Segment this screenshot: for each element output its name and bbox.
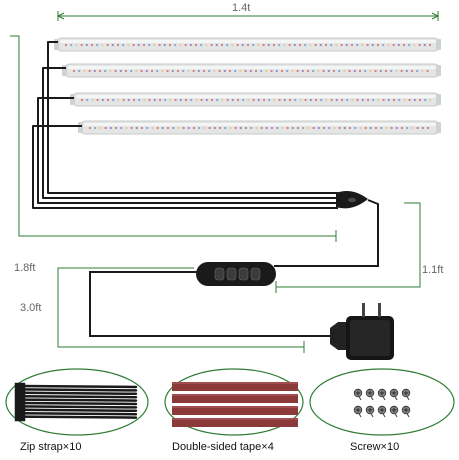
zip-strap [18, 408, 138, 413]
screw-caption: Screw×10 [350, 441, 400, 453]
tape-strip [172, 406, 298, 415]
screw [365, 405, 375, 418]
screw-pack [309, 368, 455, 436]
cable-length-dimensions [10, 35, 421, 353]
adapter-cable-length-label: 1.1ft [422, 264, 444, 276]
zip-strap [18, 391, 138, 396]
bar-length-label: 1.4t [232, 2, 251, 14]
zip-strap-pack [5, 368, 149, 436]
screw [377, 388, 387, 401]
tape-caption: Double-sided tape×4 [172, 441, 274, 453]
tape-strip [172, 394, 298, 403]
zip-strap [18, 401, 138, 406]
screw [365, 388, 375, 401]
controller-button [214, 267, 225, 281]
light-bar [54, 37, 441, 52]
controller-cable [274, 199, 379, 267]
screw [353, 388, 363, 401]
strip-cable-length-label: 1.8ft [14, 262, 36, 274]
zip-strap [18, 394, 138, 399]
zip-strap [18, 405, 138, 409]
screw [377, 405, 387, 418]
controller-buttons [214, 267, 261, 281]
controller-button [238, 267, 249, 281]
zip-strap [18, 398, 138, 402]
controller-cable-length-label: 3.0ft [20, 302, 42, 314]
light-bar [62, 63, 441, 78]
power-adapter [330, 303, 394, 360]
screw [389, 388, 399, 401]
bar-length-dimension [56, 11, 440, 21]
light-bar [70, 92, 441, 107]
controller [196, 262, 276, 286]
zip-strap [18, 384, 138, 389]
screw [353, 405, 363, 418]
screw [401, 405, 411, 418]
controller-button [250, 267, 261, 281]
cable-hub [336, 191, 368, 209]
tape-strip [172, 418, 298, 427]
adapter-cable [89, 271, 330, 337]
screw [389, 405, 399, 418]
light-bar [78, 120, 441, 135]
zip-strap [18, 411, 138, 416]
light-bars [54, 37, 441, 135]
controller-button [226, 267, 237, 281]
zip-strap [18, 415, 138, 419]
tape-strip [172, 382, 298, 391]
double-sided-tape-pack [164, 368, 304, 436]
zip-strap [18, 388, 138, 392]
screw [401, 388, 411, 401]
strip-cables [32, 41, 338, 209]
zip-strap-caption: Zip strap×10 [20, 441, 82, 453]
